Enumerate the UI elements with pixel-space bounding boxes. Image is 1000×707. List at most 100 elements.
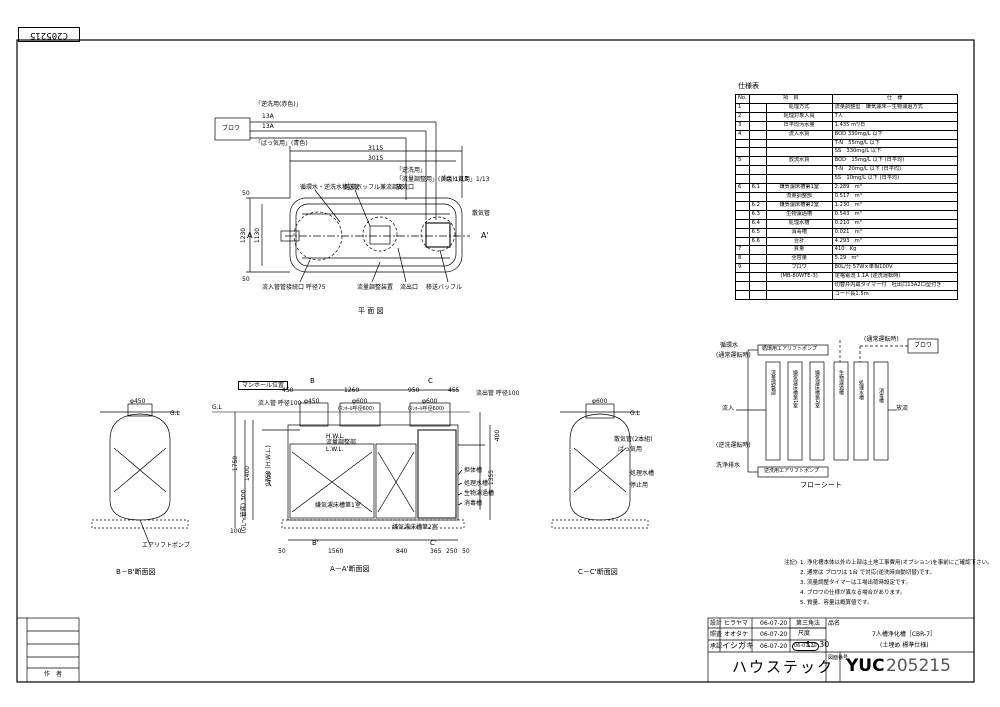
section-cc — [551, 403, 649, 529]
spec-table-cell: BOD 15mg/L 以下 (日平均) — [831, 156, 958, 167]
aa-opening-3: φ600 — [422, 398, 438, 405]
flow-chamber-disinfect: 消毒槽 — [878, 388, 884, 403]
spec-table-cell: 流入水質 — [765, 129, 833, 140]
aa-bottom-dim-1: 50 — [278, 548, 286, 555]
spec-table-cell: 6.2 — [748, 200, 767, 211]
bb-section-title: B－B'断面図 — [116, 568, 156, 576]
plan-pipe-label-2: 「ばっ気用」(青色) — [255, 140, 308, 147]
spec-table-cell: 1 — [735, 102, 750, 113]
plan-dim-width: 1230 — [240, 227, 248, 244]
spec-table-cell — [735, 227, 750, 238]
aa-top-dim-4: 455 — [448, 387, 460, 394]
company-logo: ハウステック — [732, 658, 835, 676]
svg-text:A: A — [247, 231, 253, 240]
outflow-label: 流出管 呼径100 — [476, 390, 520, 397]
plan-callout-diffuser: 散気管 — [472, 210, 491, 217]
aa-bottom-dim-5: 250 — [446, 548, 458, 555]
plan-callout-transfer-pipe: 循環水・逆洗水移送管 — [300, 184, 361, 191]
aa-bottom-dim-3: 840 — [396, 548, 408, 555]
spec-table-cell: 5.29 m³ — [831, 254, 958, 265]
spec-table-cell — [765, 174, 833, 185]
spec-table-row: コード長1.5m — [735, 289, 958, 300]
cc-dim: φ600 — [592, 398, 608, 405]
aa-right-dim-1: 400 — [494, 429, 502, 442]
spec-table-cell: 消毒槽 — [765, 227, 833, 238]
flow-chamber-anaerobic-1: 嫌気濾床槽第1室 — [792, 370, 798, 409]
spec-table-cell — [765, 147, 833, 158]
spec-table-cell: 7 — [735, 245, 750, 256]
spec-table-title: 仕様表 — [738, 82, 759, 90]
spec-table-cell — [735, 209, 750, 220]
aa-mark-b: B — [310, 377, 315, 385]
notes: 注記) 1. 浄化槽本体以外の上部は土地工事費用(オプション)を事前にご確認下さ… — [784, 558, 993, 608]
flow-blower: ブロワ — [914, 342, 933, 349]
spec-table-cell: 放流水質 — [765, 156, 833, 167]
tb-name-line2: (土埋め 標準仕様) — [880, 642, 929, 649]
spec-table-cell: 嫌気濾床槽第1室 — [765, 183, 833, 193]
spec-table-cell: T-N 55mg/L 以下 — [831, 138, 958, 149]
blower-label: ブロワ — [222, 125, 241, 132]
spec-table-cell: 4.293 m³ — [831, 236, 958, 247]
spec-table-row: SS 10mg/L 以下 (日平均) — [735, 174, 958, 185]
spec-table-cell: 日平均汚水量 — [765, 120, 833, 131]
flow-chamber-anaerobic-2: 嫌気濾床槽第2室 — [814, 370, 820, 409]
spec-table-cell: SS 10mg/L 以下 (日平均) — [831, 174, 958, 185]
plan-air-pipe-label-1: 13A — [262, 113, 274, 120]
spec-table-cell: 0.517 m³ — [831, 191, 958, 202]
tb-date-approve: 06-07-20 — [760, 643, 788, 650]
spec-table-cell: 1.435 m³/日 — [831, 120, 958, 131]
cc-gl: G.L — [630, 410, 640, 417]
spec-table-row: (MB-80WTE-3)定格電流 1.1A (逆洗運転時) — [735, 272, 958, 283]
plan-callout-discharge: 放流口 — [396, 184, 415, 191]
aa-top-dim-3: 950 — [408, 387, 420, 394]
spec-table-cell: T-N 20mg/L 以下 (日平均) — [831, 165, 958, 176]
aa-opening-1: φ450 — [304, 398, 320, 405]
aa-chamber-2: 嫌気濾床槽第2室 — [392, 524, 438, 531]
aa-bottom-dim-2: 1560 — [328, 548, 344, 555]
flow-chamber-treated: 処理水槽 — [858, 380, 864, 400]
spec-table-cell: 切替弁内蔵タイマー付 吐出口13A2口型付き — [831, 281, 958, 291]
doc-tag: C205215 — [18, 27, 80, 42]
aa-left-dim-4: 1400 — [266, 471, 274, 488]
spec-table-cell — [748, 111, 767, 122]
flow-backwash-pump: 逆洗用エアリフトポンプ — [764, 468, 819, 474]
spec-table-cell — [748, 165, 767, 176]
spec-table-row: T-N 55mg/L 以下 — [735, 138, 958, 149]
plan-callout-outlet: 流出口 — [400, 284, 419, 291]
spec-table-cell — [748, 147, 767, 158]
spec-table-row: 切替弁内蔵タイマー付 吐出口13A2口型付き — [735, 281, 958, 291]
aa-bottom-dim-4: 365 — [430, 548, 442, 555]
flow-chamber-flow-reg: 流量調整部 — [770, 370, 776, 395]
spec-table-cell — [735, 138, 750, 149]
aa-opening-5: (ﾏﾝﾎｰﾙ呼径600) — [408, 406, 444, 412]
spec-table-cell: 5 — [735, 156, 750, 167]
spec-table-cell — [748, 129, 767, 140]
spec-table-cell — [748, 289, 767, 300]
aa-chamber-1: 嫌気濾床槽第1室 — [315, 502, 361, 509]
aa-top-dim-2: 1260 — [344, 387, 360, 394]
spec-table-cell: SS 330mg/L 以下 — [831, 147, 958, 158]
aa-section-title: A－A'断面図 — [330, 565, 370, 573]
tb-date-stamp: 06-07-20 — [792, 642, 819, 651]
spec-table-row: SS 330mg/L 以下 — [735, 147, 958, 158]
plan-dim-inner-width: 1130 — [254, 227, 262, 244]
spec-table-cell: 6.3 — [748, 209, 767, 220]
tb-projection: 第三角法 — [796, 620, 821, 627]
tb-name-label: 品名 — [828, 620, 841, 627]
cc-callout-stop: 停止用 — [630, 482, 649, 489]
spec-table-cell: 生物濾過槽 — [765, 209, 833, 220]
spec-table-cell: 4 — [735, 129, 750, 140]
flow-label-normal-1: (通常運転時) — [716, 352, 751, 359]
spec-table-cell — [748, 138, 767, 149]
